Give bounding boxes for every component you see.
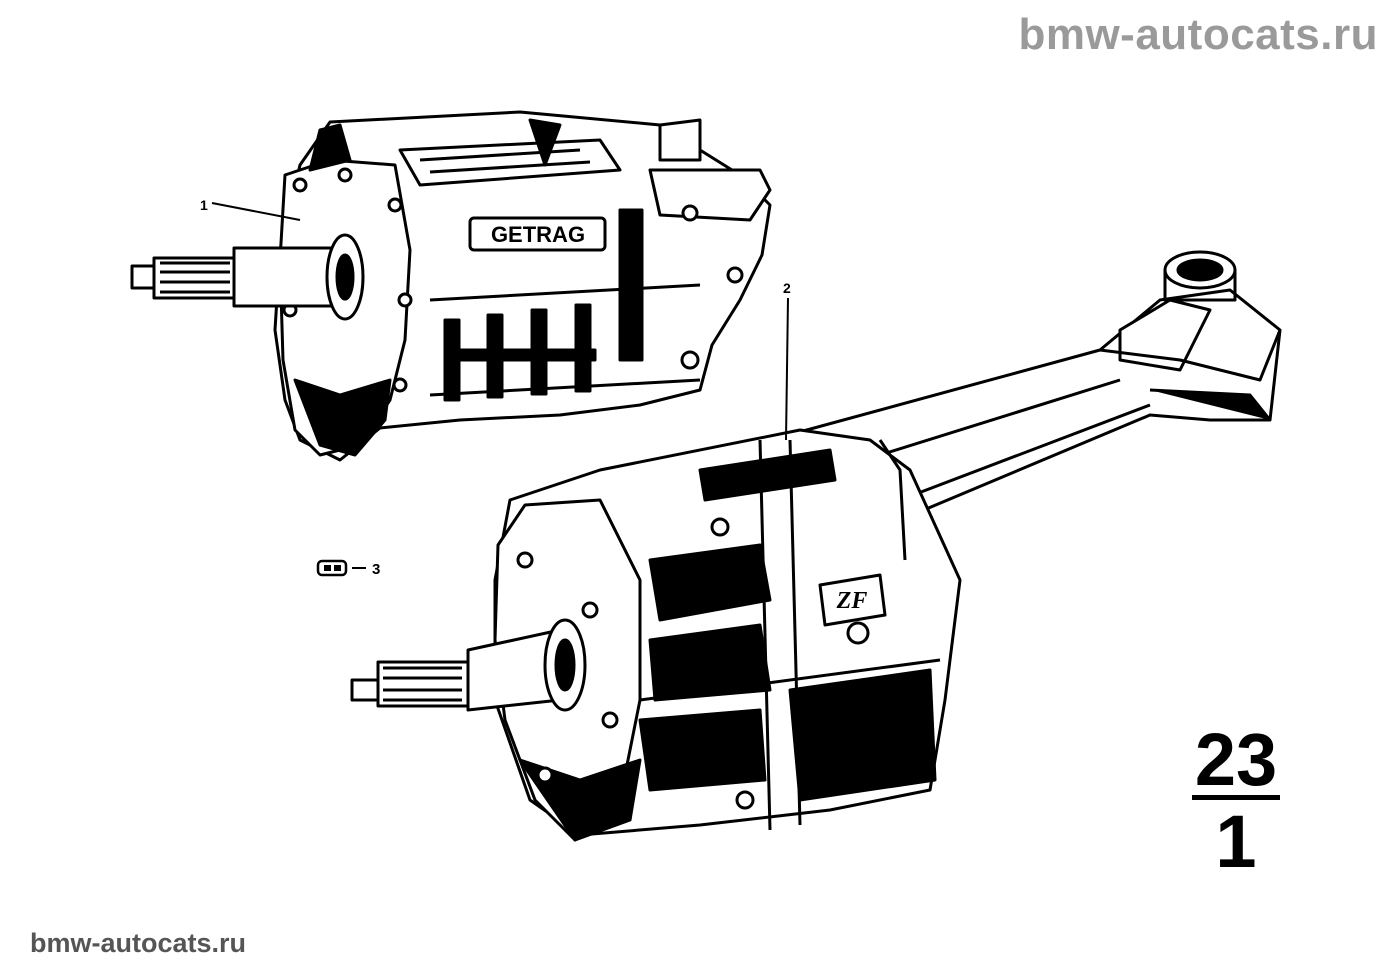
page-number: 23 1 (1192, 718, 1280, 883)
callout-2: 2 (783, 280, 791, 296)
page-group-number: 23 (1195, 718, 1277, 801)
page-number-divider (1192, 795, 1280, 800)
zf-label: ZF (836, 588, 868, 614)
zf-gearbox-illustration[interactable] (350, 250, 1282, 842)
reference-3[interactable]: 3 (316, 559, 380, 578)
leader-line-1 (211, 202, 301, 221)
book-reference-icon (316, 559, 348, 577)
watermark-bottom: bmw-autocats.ru (30, 928, 247, 958)
getrag-label: GETRAG (491, 222, 585, 247)
leader-line-2 (785, 297, 789, 441)
page-sheet-number: 1 (1215, 800, 1256, 883)
book-reference-icon-mark-left (324, 565, 331, 571)
getrag-gearbox-illustration[interactable] (130, 110, 772, 462)
callout-1: 1 (200, 197, 208, 213)
watermark-top: bmw-autocats.ru (1018, 10, 1378, 59)
book-reference-icon-mark-right (334, 565, 341, 571)
callout-3: 3 (372, 561, 380, 578)
